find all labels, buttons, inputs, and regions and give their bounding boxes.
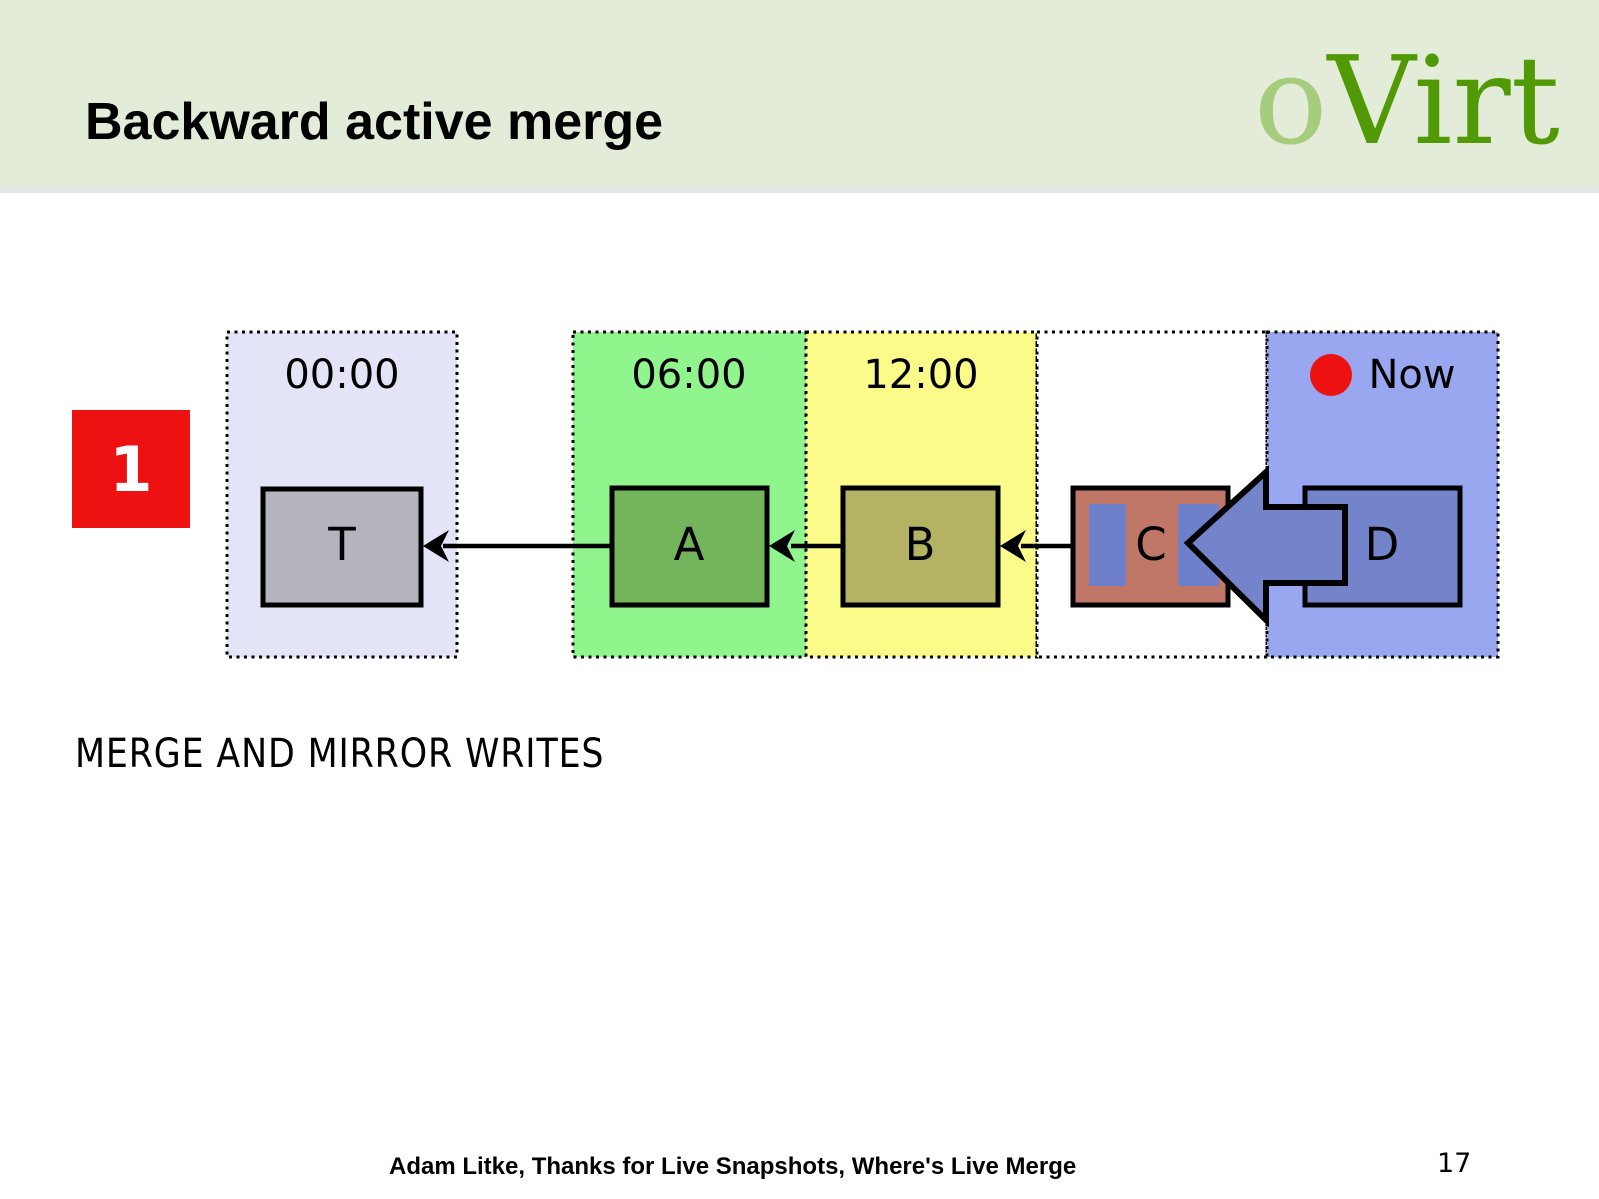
volume-a-label: A xyxy=(674,518,705,571)
slide-header: Backward active merge oVirt xyxy=(0,0,1599,186)
volume-b xyxy=(840,485,1001,608)
arrowhead-to-b-icon xyxy=(1000,530,1026,562)
diagram-caption: MERGE AND MIRROR WRITES xyxy=(75,731,605,777)
volume-c-label: C xyxy=(1135,518,1166,571)
arrowhead-to-t-icon xyxy=(423,530,449,562)
timeline-label-now: Now xyxy=(1368,352,1455,398)
timeline-label-0000: 00:00 xyxy=(284,352,399,398)
timeline-label-1200: 12:00 xyxy=(863,352,978,398)
merge-arrow-icon xyxy=(1183,465,1348,628)
mirror-stripe-left xyxy=(1089,504,1126,586)
volume-b-label: B xyxy=(905,518,936,571)
volume-t xyxy=(260,486,424,608)
ovirt-logo: oVirt xyxy=(1254,40,1560,162)
ovirt-logo-virt: Virt xyxy=(1327,30,1560,172)
timeline-label-0600: 06:00 xyxy=(631,352,746,398)
volume-a xyxy=(609,485,770,608)
step-number-badge: 1 xyxy=(72,410,190,528)
now-dot-icon xyxy=(1310,354,1352,396)
page-number: 17 xyxy=(1437,1148,1472,1179)
ovirt-logo-o: o xyxy=(1254,30,1328,172)
slide-title: Backward active merge xyxy=(85,93,664,151)
footer-credit: Adam Litke, Thanks for Live Snapshots, W… xyxy=(389,1153,1077,1180)
header-divider xyxy=(0,186,1599,193)
arrowhead-to-a-icon xyxy=(769,530,795,562)
volume-t-label: T xyxy=(327,518,356,571)
volume-d-label: D xyxy=(1365,518,1400,571)
